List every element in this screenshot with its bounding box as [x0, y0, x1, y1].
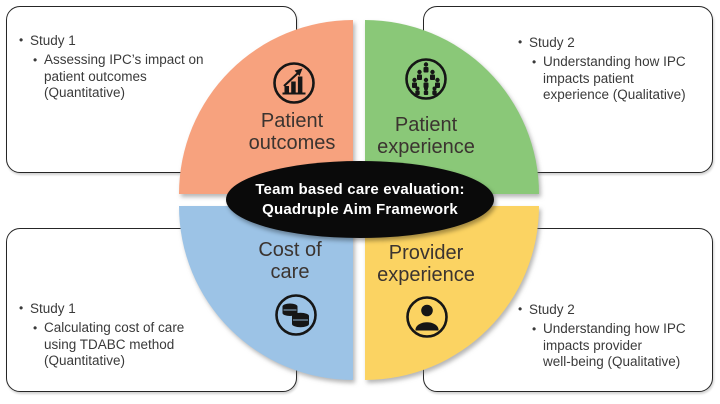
- bullet-icon: •: [532, 55, 537, 69]
- person-icon: [406, 296, 448, 338]
- quadrant-label-cost-of-care: Cost of care: [258, 239, 322, 283]
- study-heading-row: • Study 2: [518, 34, 708, 51]
- study-heading-row: • Study 1: [19, 300, 290, 317]
- center-title-ellipse: Team based care evaluation: Quadruple Ai…: [226, 161, 494, 238]
- bullet-icon: •: [33, 321, 38, 335]
- study-label: Study 1: [30, 301, 76, 316]
- study-detail: Understanding how IPC impacts provider w…: [543, 321, 686, 369]
- study-detail: Assessing IPC’s impact on patient outcom…: [44, 52, 204, 100]
- study-label: Study 2: [529, 35, 575, 50]
- study-label: Study 1: [30, 33, 76, 48]
- study-label: Study 2: [529, 302, 575, 317]
- study-detail-row: • Understanding how IPC impacts patient …: [532, 54, 708, 104]
- study-heading-row: • Study 1: [19, 32, 290, 49]
- diagram-title: Team based care evaluation: Quadruple Ai…: [255, 180, 465, 218]
- bullet-icon: •: [19, 33, 24, 47]
- bullet-icon: •: [518, 35, 523, 49]
- bullet-icon: •: [33, 53, 38, 67]
- quadrant-label-patient-experience: Patient experience: [377, 114, 475, 158]
- quadrant-label-patient-outcomes: Patient outcomes: [248, 110, 336, 154]
- study-detail: Calculating cost of care using TDABC met…: [44, 320, 185, 368]
- coin-stacks-icon: [275, 294, 317, 336]
- study-heading-row: • Study 2: [518, 301, 708, 318]
- study-detail-row: • Understanding how IPC impacts provider…: [532, 321, 708, 371]
- study-detail-row: • Calculating cost of care using TDABC m…: [33, 320, 290, 370]
- bullet-icon: •: [518, 302, 523, 316]
- crowd-icon: [405, 58, 447, 100]
- bullet-icon: •: [532, 322, 537, 336]
- quadrant-label-provider-experience: Provider experience: [377, 242, 475, 286]
- bar-chart-growth-icon: [273, 62, 315, 104]
- study-detail: Understanding how IPC impacts patient ex…: [543, 54, 686, 102]
- bullet-icon: •: [19, 301, 24, 315]
- study-detail-row: • Assessing IPC’s impact on patient outc…: [33, 52, 290, 102]
